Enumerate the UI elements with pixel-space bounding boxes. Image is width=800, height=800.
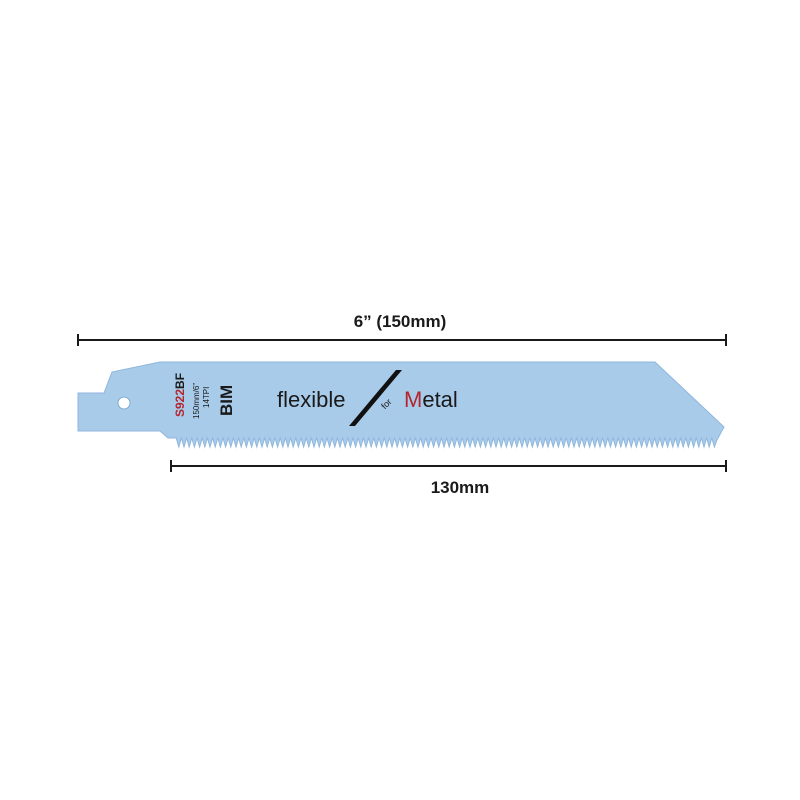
- brand-word-etal: etal: [422, 387, 457, 412]
- blade-body: [77, 361, 725, 449]
- overall-length-label: 6” (150mm): [353, 312, 447, 331]
- svg-text:S922BF: S922BF: [173, 373, 187, 417]
- brand-slash-mark: [349, 370, 402, 426]
- cutting-length-label: 130mm: [430, 478, 490, 497]
- model-prefix: S922: [173, 389, 187, 417]
- mounting-hole-icon: [117, 396, 131, 410]
- svg-text:Metal: Metal: [404, 387, 458, 412]
- cutting-length-dimension-line: [170, 460, 727, 472]
- size-marking-group: 150mm/6”: [192, 383, 201, 419]
- tpi-marking-group: 14TPI: [202, 387, 211, 408]
- brand-initial-m: M: [404, 387, 422, 412]
- tpi-marking: 14TPI: [202, 387, 211, 408]
- size-marking: 150mm/6”: [192, 383, 201, 419]
- brand-word-flexible: flexible: [277, 387, 345, 412]
- model-marking-group: S922BF: [173, 373, 187, 417]
- material-marking: BIM: [217, 385, 236, 416]
- material-marking-group: BIM: [217, 385, 236, 416]
- model-suffix: BF: [173, 373, 187, 389]
- overall-length-dimension-line: [77, 334, 727, 346]
